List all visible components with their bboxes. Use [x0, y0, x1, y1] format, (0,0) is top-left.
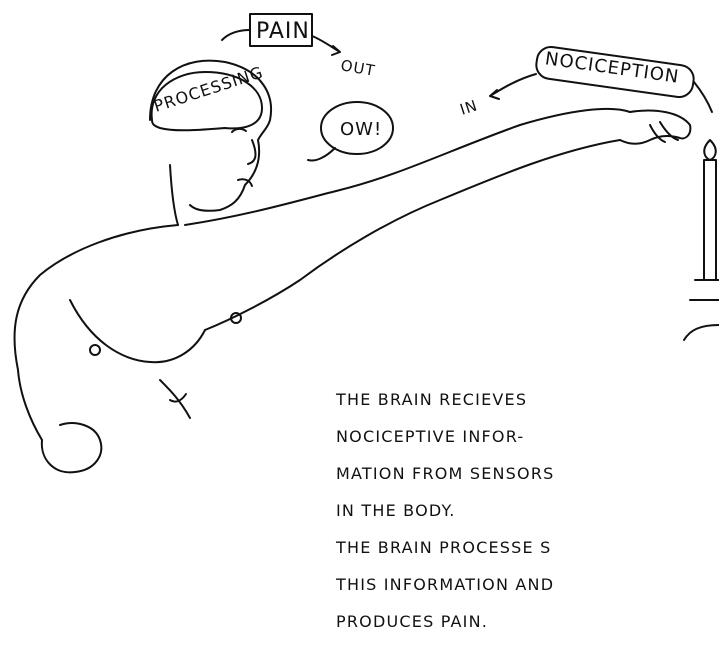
caption-line: PRODUCES PAIN.: [336, 613, 666, 632]
upper-arm: [185, 109, 630, 225]
caption-line: NOCICEPTIVE INFOR-: [336, 428, 666, 447]
noci-arrow-right: [694, 82, 712, 112]
nipple-left: [90, 345, 100, 355]
caption-line: THIS INFORMATION AND: [336, 576, 666, 595]
caption-line: IN THE BODY.: [336, 502, 666, 521]
torso: [14, 225, 178, 440]
pain-arrow-out: [312, 36, 340, 55]
explanation-caption: THE BRAIN RECIEVES NOCICEPTIVE INFOR- MA…: [336, 372, 666, 650]
ribline: [160, 380, 190, 418]
nose: [248, 140, 255, 164]
caption-line: MATION FROM SENSORS: [336, 465, 666, 484]
hand: [620, 111, 690, 144]
candle: [704, 160, 716, 280]
eye: [232, 129, 246, 132]
caption-line: THE BRAIN PROCESSE S: [336, 539, 666, 558]
ribline-2: [170, 394, 186, 402]
speech-tail: [308, 148, 335, 161]
candle-base: [684, 280, 719, 340]
pain-arrow-in: [222, 30, 250, 40]
lower-arm: [205, 140, 620, 330]
neck: [170, 165, 178, 225]
pain-box-label: PAIN: [256, 19, 310, 44]
pain-out-label: OUT: [339, 56, 377, 80]
candle-flame: [704, 140, 716, 160]
caption-line: THE BRAIN RECIEVES: [336, 391, 666, 410]
fist: [42, 423, 101, 472]
processing-label: PROCESSING: [151, 62, 265, 115]
noci-arrow: [490, 74, 536, 99]
noci-in-label: IN: [458, 96, 480, 119]
speech-text: OW!: [340, 119, 382, 140]
